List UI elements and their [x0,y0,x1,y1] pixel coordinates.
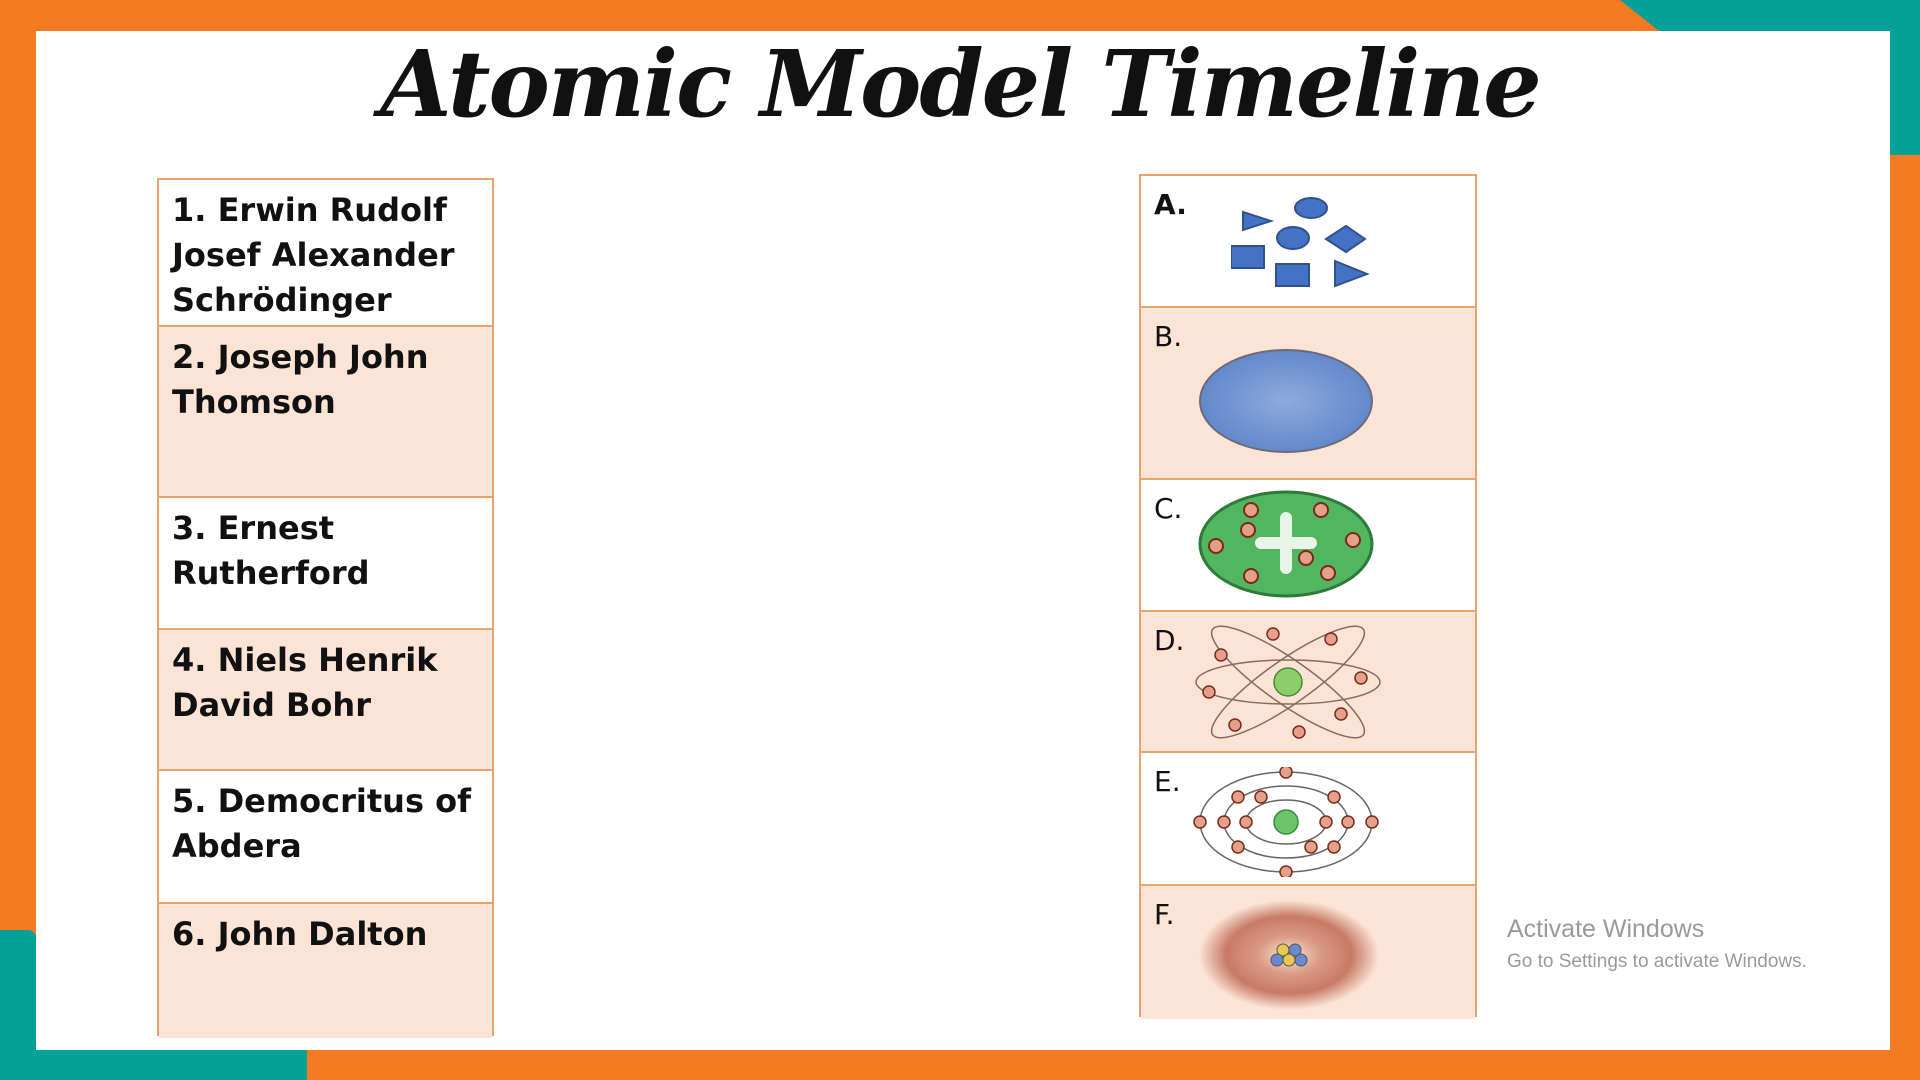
model-row: C. [1141,480,1475,612]
page-title: Atomic Model Timeline [380,30,1542,138]
model-row: E. [1141,753,1475,886]
models-table: A. B. C. D. [1139,174,1477,1019]
model-letter: C. [1154,492,1183,525]
scientist-label: 4. Niels Henrik David Bohr [172,641,438,724]
scientist-label: 5. Democritus of Abdera [172,782,472,865]
model-letter: B. [1154,320,1183,353]
model-row: B. [1141,308,1475,480]
scientist-row: 1. Erwin Rudolf Josef Alexander Schrödin… [159,180,492,327]
nuclear-orbits-icon [1195,625,1381,739]
scientist-label: 1. Erwin Rudolf Josef Alexander Schrödin… [172,191,455,319]
geometric-shapes-icon [1231,197,1370,288]
scientist-row: 3. Ernest Rutherford [159,498,492,630]
scientist-row: 5. Democritus of Abdera [159,771,492,904]
activate-windows-subtitle: Go to Settings to activate Windows. [1507,951,1807,972]
model-letter: A. [1154,188,1187,221]
scientist-row: 4. Niels Henrik David Bohr [159,630,492,771]
plum-pudding-icon [1198,490,1374,598]
teal-bottom-left [0,1050,307,1080]
model-letter: D. [1154,624,1185,657]
bohr-shells-icon [1193,767,1379,877]
model-letter: F. [1154,898,1175,931]
activate-windows-title: Activate Windows [1507,915,1705,943]
model-row: F. [1141,886,1475,1019]
electron-cloud-icon [1199,900,1379,1010]
teal-side-right [1890,0,1920,155]
scientist-row: 6. John Dalton [159,904,492,1038]
scientist-label: 6. John Dalton [172,915,428,953]
scientist-label: 2. Joseph John Thomson [172,338,429,421]
teal-corner-top-right [1620,0,1920,31]
model-letter: E. [1154,765,1181,798]
scientist-label: 3. Ernest Rutherford [172,509,370,592]
model-row: D. [1141,612,1475,753]
scientist-row: 2. Joseph John Thomson [159,327,492,498]
scientists-table: 1. Erwin Rudolf Josef Alexander Schrödin… [157,178,494,1038]
model-row: A. [1141,176,1475,308]
solid-sphere-icon [1199,349,1373,453]
